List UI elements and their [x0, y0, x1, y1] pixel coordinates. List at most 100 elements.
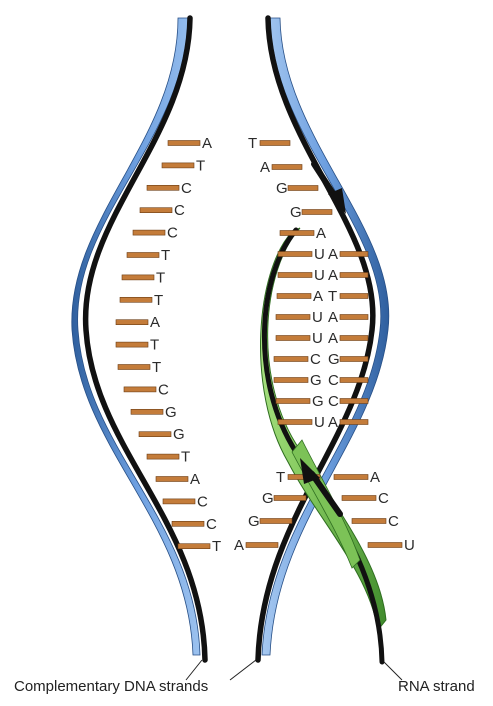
left-dna-base-bar [120, 297, 152, 302]
right-dna-base-bar [302, 210, 332, 215]
rna-ribbon [261, 228, 386, 662]
rna-base-letter: U [314, 246, 325, 263]
right-dna-base-bar [274, 496, 306, 501]
left-dna-base-bar [168, 141, 200, 146]
right-dna-middle-letter: T [328, 288, 337, 305]
right-dna-middle-bar [340, 315, 368, 320]
rna-base-letter: A [313, 288, 323, 305]
left-dna-ribbon [72, 18, 205, 660]
right-dna-middle-bar [340, 420, 368, 425]
left-dna-base-bar [127, 253, 159, 258]
left-dna-base-letter: T [154, 292, 163, 309]
rna-base-bar [274, 357, 308, 362]
rna-base-bar [276, 399, 310, 404]
rna-base-letter: C [310, 351, 321, 368]
left-dna-base-letter: C [181, 180, 192, 197]
left-dna-base-bar [162, 163, 194, 168]
right-dna-middle-bar [340, 273, 368, 278]
right-dna-base-letter: G [262, 490, 274, 507]
left-dna-base-bar [118, 365, 150, 370]
left-dna-base-bar [163, 499, 195, 504]
rna-outer-base-letter: C [378, 490, 389, 507]
left-dna-base-bar [122, 275, 154, 280]
right-dna-base-letter: G [276, 180, 288, 197]
rna-base-bar [280, 231, 314, 236]
left-dna-base-bar [156, 477, 188, 482]
left-dna-base-letter: G [165, 404, 177, 421]
left-dna-base-letter: T [156, 269, 165, 286]
right-dna-base-letter: A [234, 537, 244, 554]
right-dna-middle-letter: A [328, 414, 338, 431]
caption-rna-strand: RNA strand [398, 678, 475, 695]
right-dna-base-letter: A [260, 159, 270, 176]
rna-base-bar [277, 294, 311, 299]
rna-base-bar [276, 315, 310, 320]
left-dna-base-letter: G [173, 426, 185, 443]
right-dna-base-letter: T [248, 135, 257, 152]
left-dna-base-letter: T [196, 157, 205, 174]
left-dna-base-letter: A [190, 471, 200, 488]
caption-complementary-dna: Complementary DNA strands [14, 678, 208, 695]
right-dna-base-letter: T [276, 469, 285, 486]
dna-pointer-left [186, 660, 202, 680]
left-dna-base-letter: T [152, 359, 161, 376]
rna-outer-base-bar [334, 475, 368, 480]
left-dna-base-bar [172, 521, 204, 526]
left-dna-base-letter: C [158, 381, 169, 398]
left-dna-base-letter: T [212, 538, 221, 555]
left-dna-base-bar [124, 387, 156, 392]
left-dna-base-letter: A [150, 314, 160, 331]
base-letters: ATCCCTTTATTCGGTACCTTAGGAUUAUUCGGUAATAAGC… [150, 135, 415, 555]
right-dna-middle-letter: A [328, 309, 338, 326]
rna-base-bar [276, 336, 310, 341]
right-dna-middle-letter: A [328, 330, 338, 347]
rna-base-letter: A [316, 225, 326, 242]
rna-base-bar [274, 378, 308, 383]
caption-pointers [186, 660, 402, 680]
right-dna-middle-bar [340, 336, 368, 341]
rna-outer-base-letter: A [370, 469, 380, 486]
left-dna-base-letter: T [150, 337, 159, 354]
dna-pointer-right [230, 660, 256, 680]
right-dna-middle-letter: C [328, 372, 339, 389]
right-dna-base-letter: G [248, 513, 260, 530]
left-dna-base-letter: C [167, 225, 178, 242]
rna-base-letter: U [312, 309, 323, 326]
rna-outer-base-letter: U [404, 537, 415, 554]
left-dna-base-letter: C [206, 516, 217, 533]
rna-outer-base-bar [368, 543, 402, 548]
right-dna-base-letter: G [290, 204, 302, 221]
right-dna-middle-bar [340, 357, 368, 362]
left-dna-base-letter: C [197, 493, 208, 510]
rna-outer-base-bar [342, 496, 376, 501]
right-dna-base-bar [272, 165, 302, 170]
left-dna-base-bar [131, 409, 163, 414]
right-dna-middle-bar [340, 378, 368, 383]
rna-base-bar [278, 420, 312, 425]
rna-base-bar [278, 273, 312, 278]
rna-base-letter: U [314, 267, 325, 284]
left-dna-base-bar [178, 544, 210, 549]
right-dna-middle-bar [340, 399, 368, 404]
rna-outer-base-letter: C [388, 513, 399, 530]
left-dna-base-bar [133, 230, 165, 235]
rna-base-letter: G [312, 393, 324, 410]
rna-outer-base-bar [352, 519, 386, 524]
right-dna-middle-letter: G [328, 351, 340, 368]
right-dna-middle-bar [340, 252, 368, 257]
rna-base-bar [278, 252, 312, 257]
right-dna-base-bar [288, 186, 318, 191]
left-dna-base-bar [116, 342, 148, 347]
right-dna-middle-letter: C [328, 393, 339, 410]
left-dna-base-letter: T [181, 449, 190, 466]
rna-base-letter: G [310, 372, 322, 389]
right-dna-middle-letter: A [328, 267, 338, 284]
right-dna-base-bar [246, 543, 278, 548]
rna-base-letter: U [314, 414, 325, 431]
right-dna-middle-letter: A [328, 246, 338, 263]
left-dna-base-bar [116, 320, 148, 325]
right-dna-middle-bar [340, 294, 368, 299]
right-dna-base-bar [260, 141, 290, 146]
